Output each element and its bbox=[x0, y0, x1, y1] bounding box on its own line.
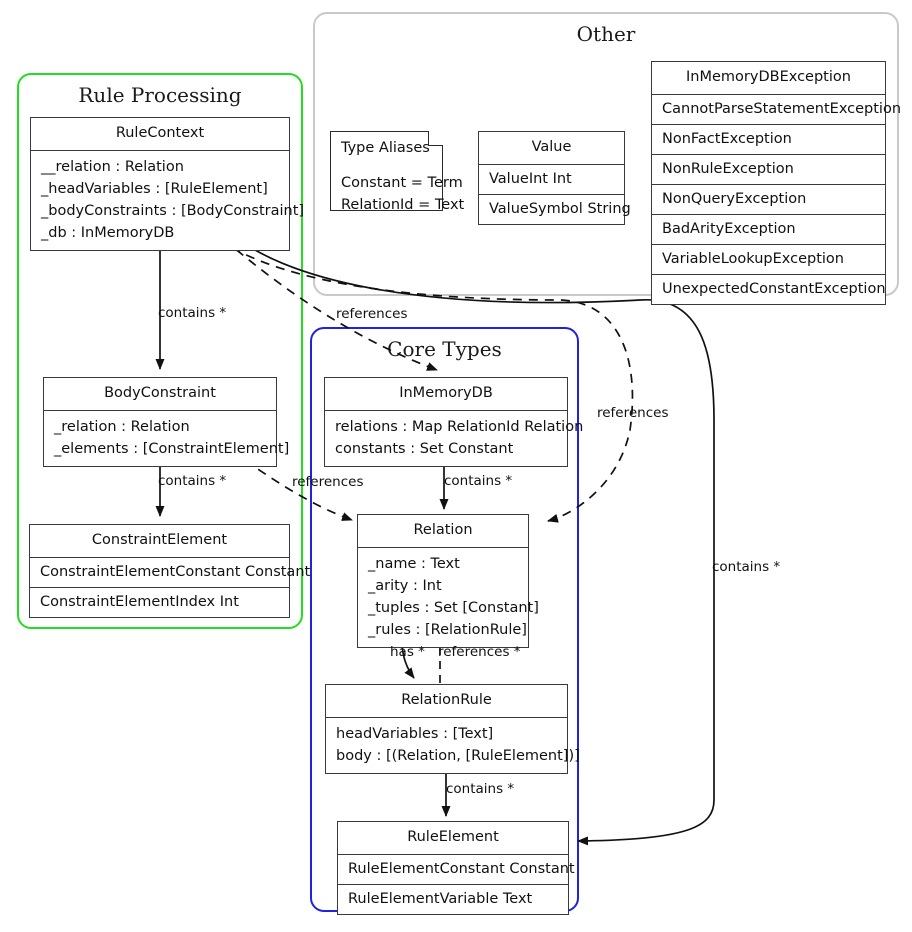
edge-label-rulecontext-bodyconstraint: contains * bbox=[158, 305, 227, 321]
variant: NonRuleException bbox=[652, 154, 885, 184]
variant: UnexpectedConstantException bbox=[652, 274, 886, 304]
class-relation-rule[interactable]: RelationRule headVariables : [Text] body… bbox=[325, 684, 580, 775]
class-relation-attributes: _name : Text _arity : Int _tuples : Set … bbox=[358, 548, 539, 647]
package-rule-processing: Rule Processing bbox=[17, 73, 303, 629]
class-rule-context-name: RuleContext bbox=[31, 118, 289, 152]
edge-label-rulecontext-inmemorydb: references bbox=[336, 306, 408, 322]
class-in-memory-db-attributes: relations : Map RelationId Relation cons… bbox=[325, 411, 584, 466]
edge-label-rulecontext-relation: references bbox=[597, 405, 669, 421]
variant: CannotParseStatementException bbox=[662, 101, 902, 118]
variant: ValueInt Int bbox=[489, 171, 572, 188]
attribute: _elements : [ConstraintElement] bbox=[54, 441, 290, 458]
edge-label-relation-relationrule-has: has * bbox=[390, 644, 425, 660]
class-in-memory-db-exception[interactable]: InMemoryDBException CannotParseStatement… bbox=[651, 61, 902, 306]
class-in-memory-db-name: InMemoryDB bbox=[325, 378, 567, 412]
variant: ConstraintElementConstant Constant bbox=[40, 564, 311, 581]
edge-label-inmemorydb-relation: contains * bbox=[444, 473, 513, 489]
edge-label-bodyconstraint-relation: references bbox=[292, 474, 364, 490]
attribute: _rules : [RelationRule] bbox=[368, 622, 527, 639]
class-body-constraint-attributes: _relation : Relation _elements : [Constr… bbox=[44, 411, 290, 466]
attribute: _tuples : Set [Constant] bbox=[368, 600, 539, 617]
attribute: _db : InMemoryDB bbox=[41, 225, 175, 242]
attribute: _name : Text bbox=[368, 556, 460, 573]
edge-bodyconstraint-relation bbox=[231, 450, 353, 521]
variant: NonQueryException bbox=[652, 184, 885, 214]
class-relation-rule-name: RelationRule bbox=[326, 685, 567, 719]
class-relation-rule-attributes: headVariables : [Text] body : [(Relation… bbox=[326, 718, 580, 773]
class-body-constraint-name: BodyConstraint bbox=[44, 378, 276, 412]
attribute: _relation : Relation bbox=[54, 419, 190, 436]
edge-label-bodyconstraint-constraintelement: contains * bbox=[158, 473, 227, 489]
class-relation[interactable]: Relation _name : Text _arity : Int _tupl… bbox=[357, 514, 539, 649]
note-fold-corner bbox=[428, 131, 443, 146]
package-other: Other bbox=[313, 12, 899, 296]
class-value-name: Value bbox=[479, 132, 624, 166]
package-rule-processing-title: Rule Processing bbox=[78, 83, 242, 107]
class-constraint-element[interactable]: ConstraintElement ConstraintElementConst… bbox=[29, 524, 311, 619]
edge-rulecontext-relation bbox=[205, 228, 634, 523]
attribute: headVariables : [Text] bbox=[336, 726, 494, 743]
package-core-types-title: Core Types bbox=[387, 337, 502, 361]
class-in-memory-db-exception-name: InMemoryDBException bbox=[652, 62, 885, 96]
variant: ValueSymbol String bbox=[479, 194, 631, 224]
attribute: _arity : Int bbox=[368, 578, 442, 595]
class-rule-context[interactable]: RuleContext __relation : Relation _headV… bbox=[30, 117, 305, 252]
package-other-title: Other bbox=[576, 22, 636, 46]
attribute: constants : Set Constant bbox=[335, 441, 514, 458]
class-rule-context-attributes: __relation : Relation _headVariables : [… bbox=[31, 151, 305, 250]
attribute: relations : Map RelationId Relation bbox=[335, 419, 584, 436]
attribute: _headVariables : [RuleElement] bbox=[41, 181, 268, 198]
attribute: __relation : Relation bbox=[41, 159, 184, 176]
class-value[interactable]: Value ValueInt Int ValueSymbol String bbox=[478, 131, 631, 226]
attribute: _bodyConstraints : [BodyConstraint] bbox=[41, 203, 305, 220]
note-line: RelationId = Text bbox=[341, 196, 465, 213]
variant: ConstraintElementIndex Int bbox=[30, 587, 289, 617]
variant: RuleElementConstant Constant bbox=[348, 861, 575, 878]
variant: BadArityException bbox=[652, 214, 885, 244]
note-type-aliases: Type Aliases Constant = Term RelationId … bbox=[330, 131, 464, 213]
variant: RuleElementVariable Text bbox=[338, 884, 568, 914]
variant: VariableLookupException bbox=[652, 244, 885, 274]
class-rule-element[interactable]: RuleElement RuleElementConstant Constant… bbox=[337, 821, 575, 916]
variant: NonFactException bbox=[652, 124, 885, 154]
note-line: Constant = Term bbox=[341, 174, 463, 191]
attribute: body : [(Relation, [RuleElement])] bbox=[336, 748, 580, 765]
edge-label-relationrule-relation-references: references * bbox=[438, 644, 521, 660]
class-relation-name: Relation bbox=[358, 515, 528, 549]
edge-rulecontext-ruleelement bbox=[225, 228, 715, 846]
edge-label-rulecontext-ruleelement: contains * bbox=[712, 559, 781, 575]
class-rule-element-name: RuleElement bbox=[338, 822, 568, 856]
class-constraint-element-name: ConstraintElement bbox=[30, 525, 289, 559]
class-body-constraint[interactable]: BodyConstraint _relation : Relation _ele… bbox=[43, 377, 290, 468]
class-in-memory-db[interactable]: InMemoryDB relations : Map RelationId Re… bbox=[324, 377, 584, 468]
note-spacer bbox=[341, 160, 432, 173]
note-title: Type Aliases bbox=[341, 140, 430, 156]
edge-label-relationrule-ruleelement: contains * bbox=[446, 781, 515, 797]
